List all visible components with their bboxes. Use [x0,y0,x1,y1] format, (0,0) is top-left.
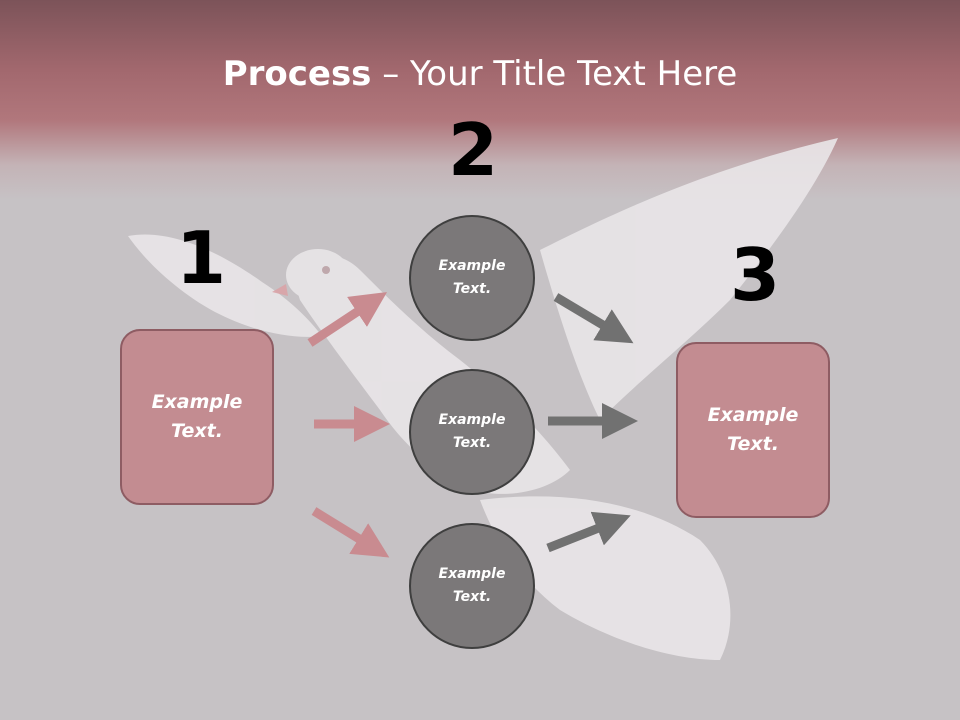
circle-top: Example Text. [409,215,535,341]
circle-top-label: Example Text. [438,258,506,297]
right-text-box: Example Text. [676,342,830,518]
circle-bottom-label: Example Text. [438,566,506,605]
arrow-from-top-circle [553,293,634,344]
left-box-label: Example Text. [151,391,243,442]
circle-bottom: Example Text. [409,523,535,649]
step-number-3: 3 [730,233,781,317]
arrow-from-bottom-circle [546,511,631,553]
step-number-1: 1 [176,216,227,300]
circle-middle: Example Text. [409,369,535,495]
step-number-2: 2 [448,108,499,192]
arrow-to-top-circle [307,292,388,347]
slide-title: Process – Your Title Text Here [0,50,960,98]
circle-middle-label: Example Text. [438,412,506,451]
right-box-label: Example Text. [707,404,799,455]
title-rest: – Your Title Text Here [371,54,738,94]
left-text-box: Example Text. [120,329,274,505]
title-bold: Process [222,54,372,94]
arrow-to-bottom-circle [311,507,390,558]
